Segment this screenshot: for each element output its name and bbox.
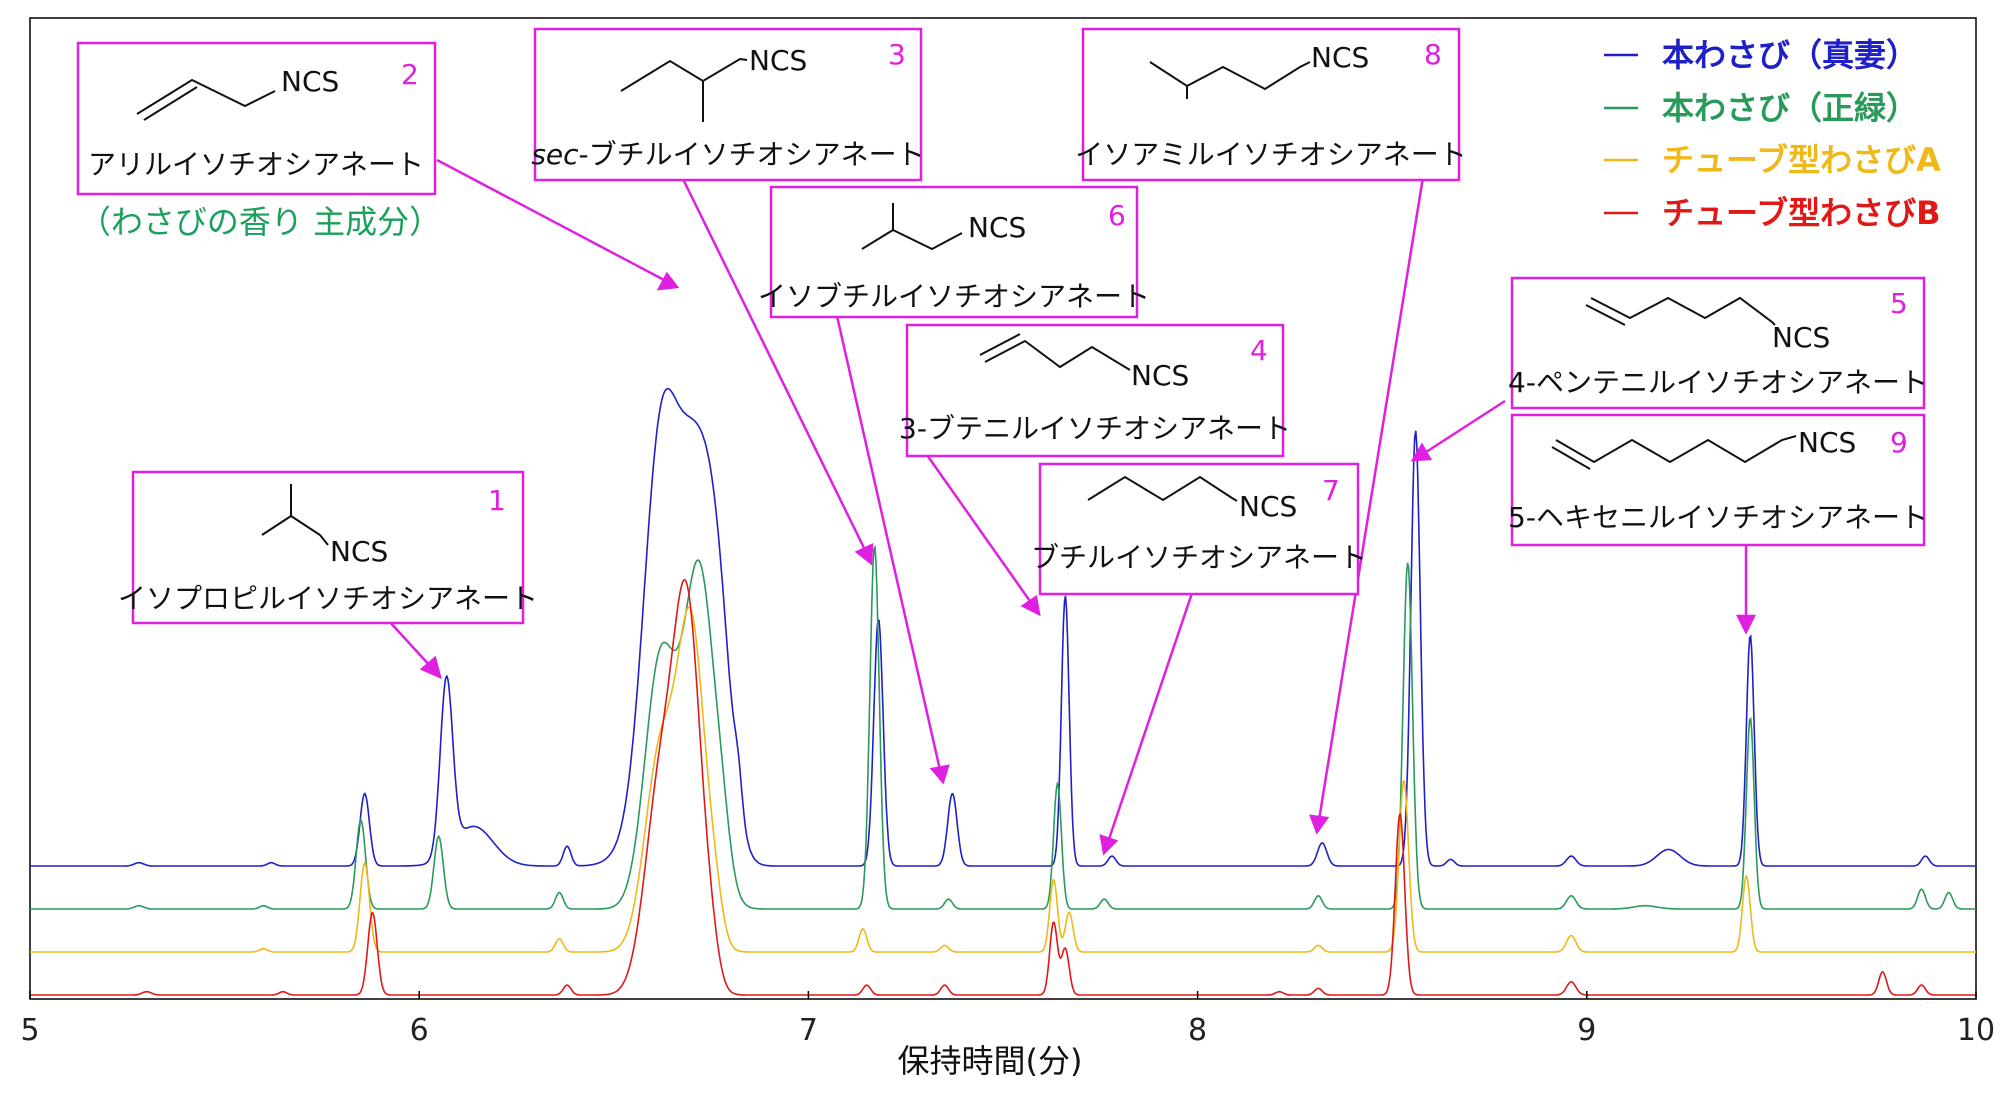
compound-name-9: 5-ヘキセニルイソチオシアネート [1508, 501, 1928, 534]
ncs-label-1: NCS [330, 535, 388, 568]
structure-2 [136, 78, 276, 115]
annotation-box-3: NCS 3 sec-ブチルイソチオシアネート [531, 27, 925, 182]
compound-number-4: 4 [1250, 334, 1268, 367]
trace-4 [30, 578, 1976, 996]
x-tick-label-9: 9 [1577, 1013, 1596, 1048]
structure-4 [984, 339, 1131, 371]
ncs-label-5: NCS [1772, 321, 1830, 354]
annotation-box-1: NCS 1 イソプロピルイソチオシアネート [118, 470, 538, 625]
annotation-arrows [387, 158, 1757, 856]
arrow-3 [681, 178, 868, 553]
arrow-4 [925, 454, 1034, 605]
chromatogram-traces [30, 387, 1976, 996]
x-axis-label: 保持時間(分) [898, 1042, 1083, 1080]
trace-2 [30, 544, 1976, 910]
compound-number-6: 6 [1108, 199, 1126, 232]
trace-1 [30, 387, 1976, 867]
annotation-box-2: NCS 2 アリルイソチオシアネート [76, 41, 437, 196]
annotation-box-8: NCS 8 イソアミルイソチオシアネート [1075, 27, 1467, 182]
arrow-6 [835, 315, 942, 771]
annotation-box-4: NCS 4 3-ブテニルイソチオシアネート [899, 323, 1291, 458]
arrow-6-head [929, 764, 950, 785]
ncs-label-8: NCS [1311, 41, 1369, 74]
compound-number-7: 7 [1322, 474, 1340, 507]
ncs-label-6: NCS [968, 211, 1026, 244]
compound-name-2: アリルイソチオシアネート [88, 148, 424, 181]
annotation-box-5: NCS 5 4-ペンテニルイソチオシアネート [1508, 276, 1928, 410]
arrow-7-head [1099, 834, 1119, 856]
structure-8 [1149, 61, 1311, 91]
compound-name-8: イソアミルイソチオシアネート [1075, 138, 1466, 171]
legend-label-1: 本わさび（真妻） [1662, 36, 1918, 74]
compound-number-5: 5 [1890, 287, 1908, 320]
x-tick-label-5: 5 [20, 1013, 39, 1048]
trace-3 [30, 606, 1976, 953]
legend: 本わさび（真妻） 本わさび（正緑） チューブ型わさびA チューブ型わさびB [1604, 36, 1941, 232]
structure-9 [1555, 435, 1797, 464]
arrow-1-head [419, 655, 442, 680]
legend-label-4: チューブ型わさびB [1662, 194, 1940, 232]
arrow-2-head [656, 271, 680, 291]
arrow-5-head [1410, 442, 1433, 462]
aroma-note: （わさびの香り 主成分） [79, 203, 441, 241]
compound-name-3: sec-ブチルイソチオシアネート [531, 138, 924, 171]
x-axis: 5 6 7 8 9 10 [20, 991, 1995, 1048]
legend-label-3: チューブ型わさびA [1662, 141, 1941, 179]
structure-7 [1087, 475, 1238, 502]
ncs-label-4: NCS [1131, 359, 1189, 392]
arrow-1 [387, 619, 433, 669]
compound-number-8: 8 [1424, 38, 1442, 71]
arrow-8-head [1309, 814, 1330, 835]
plot-frame [29, 17, 1977, 1000]
ncs-label-3: NCS [749, 44, 807, 77]
arrow-3-head [854, 542, 874, 566]
compound-name-6: イソブチルイソチオシアネート [758, 280, 1150, 313]
x-tick-label-8: 8 [1188, 1013, 1207, 1048]
x-tick-label-10: 10 [1957, 1013, 1995, 1048]
ncs-label-2: NCS [281, 65, 339, 98]
ncs-label-9: NCS [1798, 426, 1856, 459]
compound-name-7: ブチルイソチオシアネート [1031, 541, 1367, 574]
structure-6 [861, 228, 963, 251]
arrow-2 [436, 158, 667, 283]
ncs-label-7: NCS [1239, 490, 1297, 523]
annotation-box-7: NCS 7 ブチルイソチオシアネート [1031, 462, 1367, 596]
arrow-7 [1106, 592, 1194, 843]
compound-number-9: 9 [1890, 426, 1908, 459]
compound-name-3-suffix: -ブチルイソチオシアネート [579, 138, 925, 171]
arrow-5 [1422, 399, 1506, 456]
arrow-9-head [1735, 614, 1757, 635]
compound-name-5: 4-ペンテニルイソチオシアネート [1508, 366, 1928, 399]
legend-label-2: 本わさび（正緑） [1662, 89, 1918, 127]
arrow-8 [1317, 176, 1425, 821]
compound-number-3: 3 [888, 38, 906, 71]
structure-5 [1590, 296, 1776, 326]
compound-number-1: 1 [488, 484, 506, 517]
annotation-box-6: NCS 6 イソブチルイソチオシアネート [758, 185, 1150, 319]
x-tick-label-6: 6 [410, 1013, 429, 1048]
x-tick-label-7: 7 [799, 1013, 818, 1048]
compound-number-2: 2 [401, 58, 419, 91]
compound-name-3-prefix: sec [531, 138, 579, 171]
compound-name-1: イソプロピルイソチオシアネート [118, 582, 538, 615]
arrow-4-head [1020, 594, 1041, 617]
compound-name-4: 3-ブテニルイソチオシアネート [899, 412, 1291, 445]
annotation-box-9: NCS 9 5-ヘキセニルイソチオシアネート [1508, 413, 1928, 547]
